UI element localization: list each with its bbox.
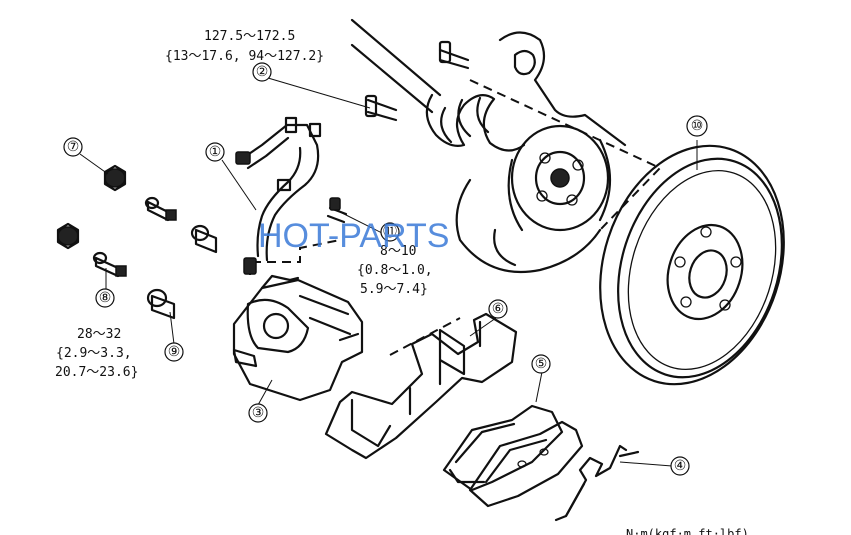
svg-text:20.7～23.6}: 20.7～23.6} <box>55 365 138 380</box>
brake-pads <box>442 404 584 508</box>
brake-rotor <box>599 144 785 386</box>
brake-caliper <box>232 274 364 402</box>
pad-retaining-clip <box>554 444 640 522</box>
svg-text:{13～17.6, 94～127.2}: {13～17.6, 94～127.2} <box>165 49 324 64</box>
torque-spec-guide-pin: 28～32 {2.9～3.3, 20.7～23.6} <box>55 327 138 380</box>
svg-text:8～10: 8～10 <box>380 244 416 259</box>
callout-4: ④ <box>670 456 690 476</box>
watermark-text: HOT-PARTS <box>258 217 449 255</box>
svg-text:⑩: ⑩ <box>691 118 704 134</box>
torque-spec-knuckle-bolt: 127.5～172.5 {13～17.6, 94～127.2} <box>165 29 324 64</box>
svg-text:⑤: ⑤ <box>535 356 548 372</box>
svg-text:④: ④ <box>674 458 687 474</box>
svg-text:28～32: 28～32 <box>77 327 121 342</box>
callout-9: ⑨ <box>164 342 184 362</box>
bleeder-screw <box>326 197 348 224</box>
steering-knuckle-hub <box>350 18 627 274</box>
guide-pin-boots <box>56 164 127 250</box>
svg-text:①: ① <box>209 144 222 160</box>
callout-2: ② <box>252 62 272 82</box>
guide-sleeves <box>146 224 218 320</box>
callout-3: ③ <box>248 403 268 423</box>
callout-8: ⑧ <box>95 288 115 308</box>
caliper-bracket <box>324 312 518 460</box>
svg-text:②: ② <box>256 64 269 80</box>
relation-line-knuckle-rotor <box>469 79 662 231</box>
svg-text:⑦: ⑦ <box>67 139 80 155</box>
callout-1: ① <box>205 142 225 162</box>
svg-text:⑪: ⑪ <box>383 224 397 240</box>
svg-text:{0.8～1.0,: {0.8～1.0, <box>357 263 433 278</box>
brake-hose <box>235 116 322 275</box>
svg-text:{2.9～3.3,: {2.9～3.3, <box>56 346 132 361</box>
guide-pins <box>92 196 177 278</box>
svg-text:5.9～7.4}: 5.9～7.4} <box>360 282 428 297</box>
callout-10: ⑩ <box>686 115 708 137</box>
callout-7: ⑦ <box>63 137 83 157</box>
leader-lines <box>79 77 698 467</box>
relation-line-bracket <box>389 317 461 356</box>
torque-spec-bleeder: 8～10 {0.8～1.0, 5.9～7.4} <box>357 244 433 297</box>
svg-text:③: ③ <box>252 405 265 421</box>
svg-text:⑧: ⑧ <box>99 290 112 306</box>
svg-text:⑥: ⑥ <box>492 301 505 317</box>
torque-units-note: N·m(kgf·m,ft·lbf) <box>626 527 749 535</box>
svg-text:⑨: ⑨ <box>168 344 181 360</box>
callout-11: ⑪ <box>380 222 400 242</box>
svg-text:127.5～172.5: 127.5～172.5 <box>204 29 295 44</box>
callout-6: ⑥ <box>488 299 508 319</box>
callout-5: ⑤ <box>531 354 551 374</box>
